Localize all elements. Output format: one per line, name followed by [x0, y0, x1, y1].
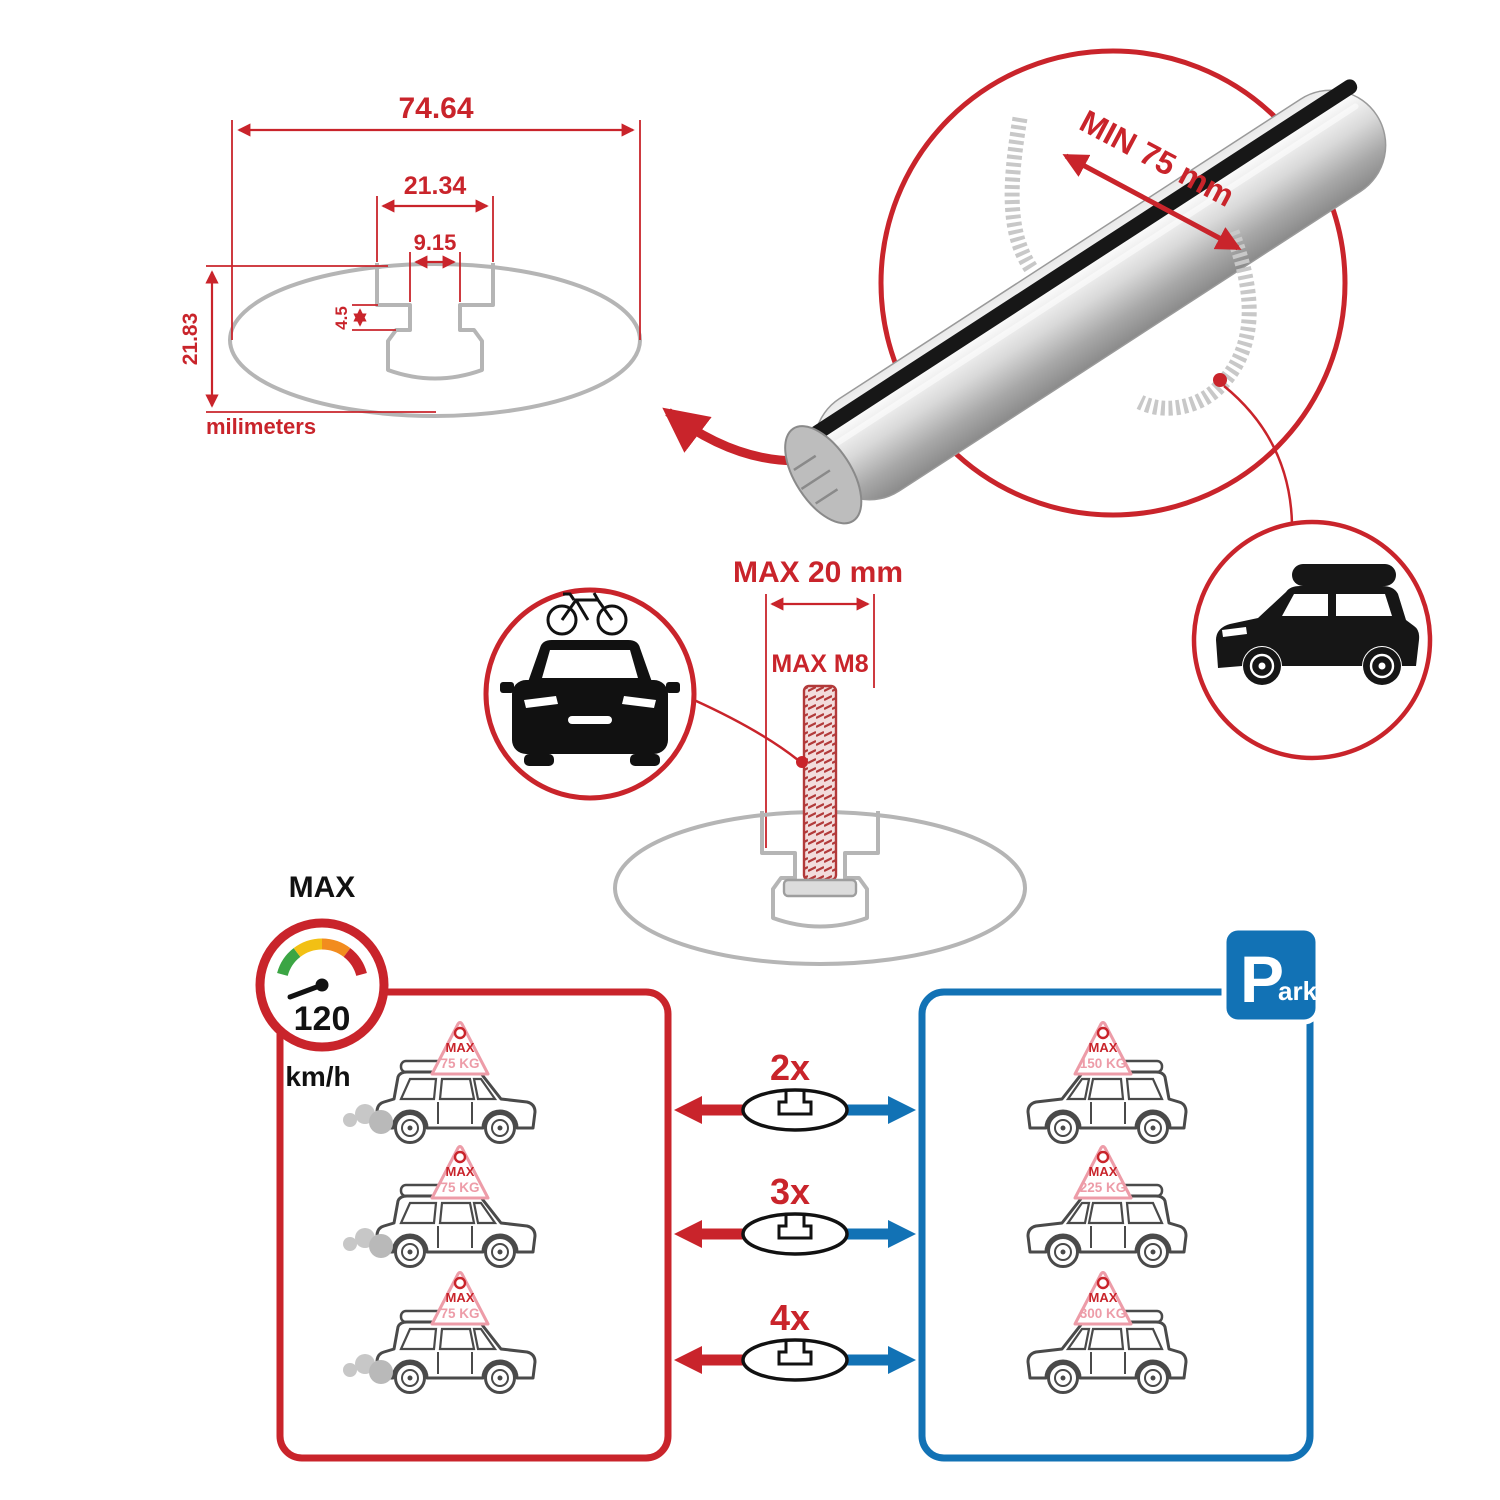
crossbar-detail: MIN 75 mm: [784, 48, 1387, 525]
suv-roofbox-icon: [1216, 564, 1420, 685]
bar-count-label: 4x: [770, 1297, 810, 1338]
clamp-strap-upper: [1004, 116, 1039, 275]
units-label: milimeters: [206, 414, 316, 439]
right-arrow: [845, 1096, 916, 1124]
dim-lip-depth-label: 4.5: [332, 306, 351, 330]
leader-line: [693, 698, 799, 761]
vehicle-bubble: [1191, 519, 1433, 761]
crossbar-section-icon: [741, 1088, 849, 1132]
bolt-threads: [802, 684, 838, 882]
load-badge-value: 75 KG: [440, 1306, 479, 1321]
load-badge-value: 75 KG: [440, 1180, 479, 1195]
load-badge-max: MAX: [1089, 1040, 1118, 1055]
load-badge-max: MAX: [446, 1164, 475, 1179]
min-span-arrow: [1062, 153, 1242, 251]
dim-total-height-label: 21.83: [179, 313, 202, 366]
bolt-max-thread-label: MAX M8: [771, 650, 868, 678]
load-badge-max: MAX: [446, 1290, 475, 1305]
dim-total-width-label: 74.64: [398, 92, 473, 125]
load-badge-max: MAX: [1089, 1290, 1118, 1305]
gauge-arc-green: [277, 948, 301, 977]
bolt-marker-dot: [796, 756, 808, 768]
bar-count-label: 2x: [770, 1047, 810, 1088]
cross-section-diagram: 74.64 21.34 9.15 4.5 21.83 milimeters: [179, 92, 642, 439]
load-badge-max: MAX: [446, 1040, 475, 1055]
gray-profile-channel: [760, 811, 880, 929]
right-arrow: [845, 1346, 916, 1374]
dim-opening-width-label: 21.34: [404, 172, 467, 200]
profile-ellipse: [228, 262, 642, 418]
speed-value: 120: [294, 1000, 351, 1038]
row-2: MAX 75 KG 3x MAX 225 KG: [343, 1145, 1188, 1268]
bar-endcap-ribs: [793, 454, 839, 505]
clamp-marker-dot: [1213, 373, 1227, 387]
car-front-bike-icon: [500, 592, 680, 766]
load-badge-value: 300 KG: [1080, 1306, 1127, 1321]
load-badge-value: 150 KG: [1080, 1056, 1127, 1071]
row-1: MAX 75 KG 2x MAX 150 KG: [343, 1021, 1188, 1144]
load-badge-value: 75 KG: [440, 1056, 479, 1071]
parking-sign-suffix: ark: [1278, 976, 1318, 1006]
bolt-max-length-label: MAX 20 mm: [733, 556, 903, 589]
t-bolt: [782, 684, 858, 898]
gauge-arc-orange: [321, 938, 351, 958]
gauge-arc-yellow: [293, 938, 323, 958]
gauge-arc-red: [343, 948, 367, 977]
parking-sign[interactable]: P ark: [1221, 925, 1321, 1025]
crossbar-section-icon: [741, 1338, 849, 1382]
load-badge-max: MAX: [1089, 1164, 1118, 1179]
bolt-diagram: MAX 20 mm MAX M8: [483, 556, 1027, 966]
profile-channel: [375, 263, 495, 381]
gauge-hub: [315, 978, 329, 992]
speed-limit-gauge: MAX 120 km/h: [255, 871, 389, 1092]
parking-sign-letter: P: [1240, 942, 1284, 1016]
bolt-t-head: [782, 878, 858, 898]
parking-sign-box: [1221, 925, 1321, 1025]
bar-count-label: 3x: [770, 1171, 810, 1212]
dim-slot-width-label: 9.15: [414, 230, 457, 255]
load-badge-value: 225 KG: [1080, 1180, 1127, 1195]
crossbar-section-icon: [741, 1212, 849, 1256]
row-3: MAX 75 KG 4x MAX 300 KG: [343, 1271, 1188, 1394]
right-arrow: [845, 1220, 916, 1248]
speed-units: km/h: [285, 1061, 350, 1092]
leader-line: [1223, 385, 1294, 525]
speed-max-label: MAX: [289, 871, 356, 904]
